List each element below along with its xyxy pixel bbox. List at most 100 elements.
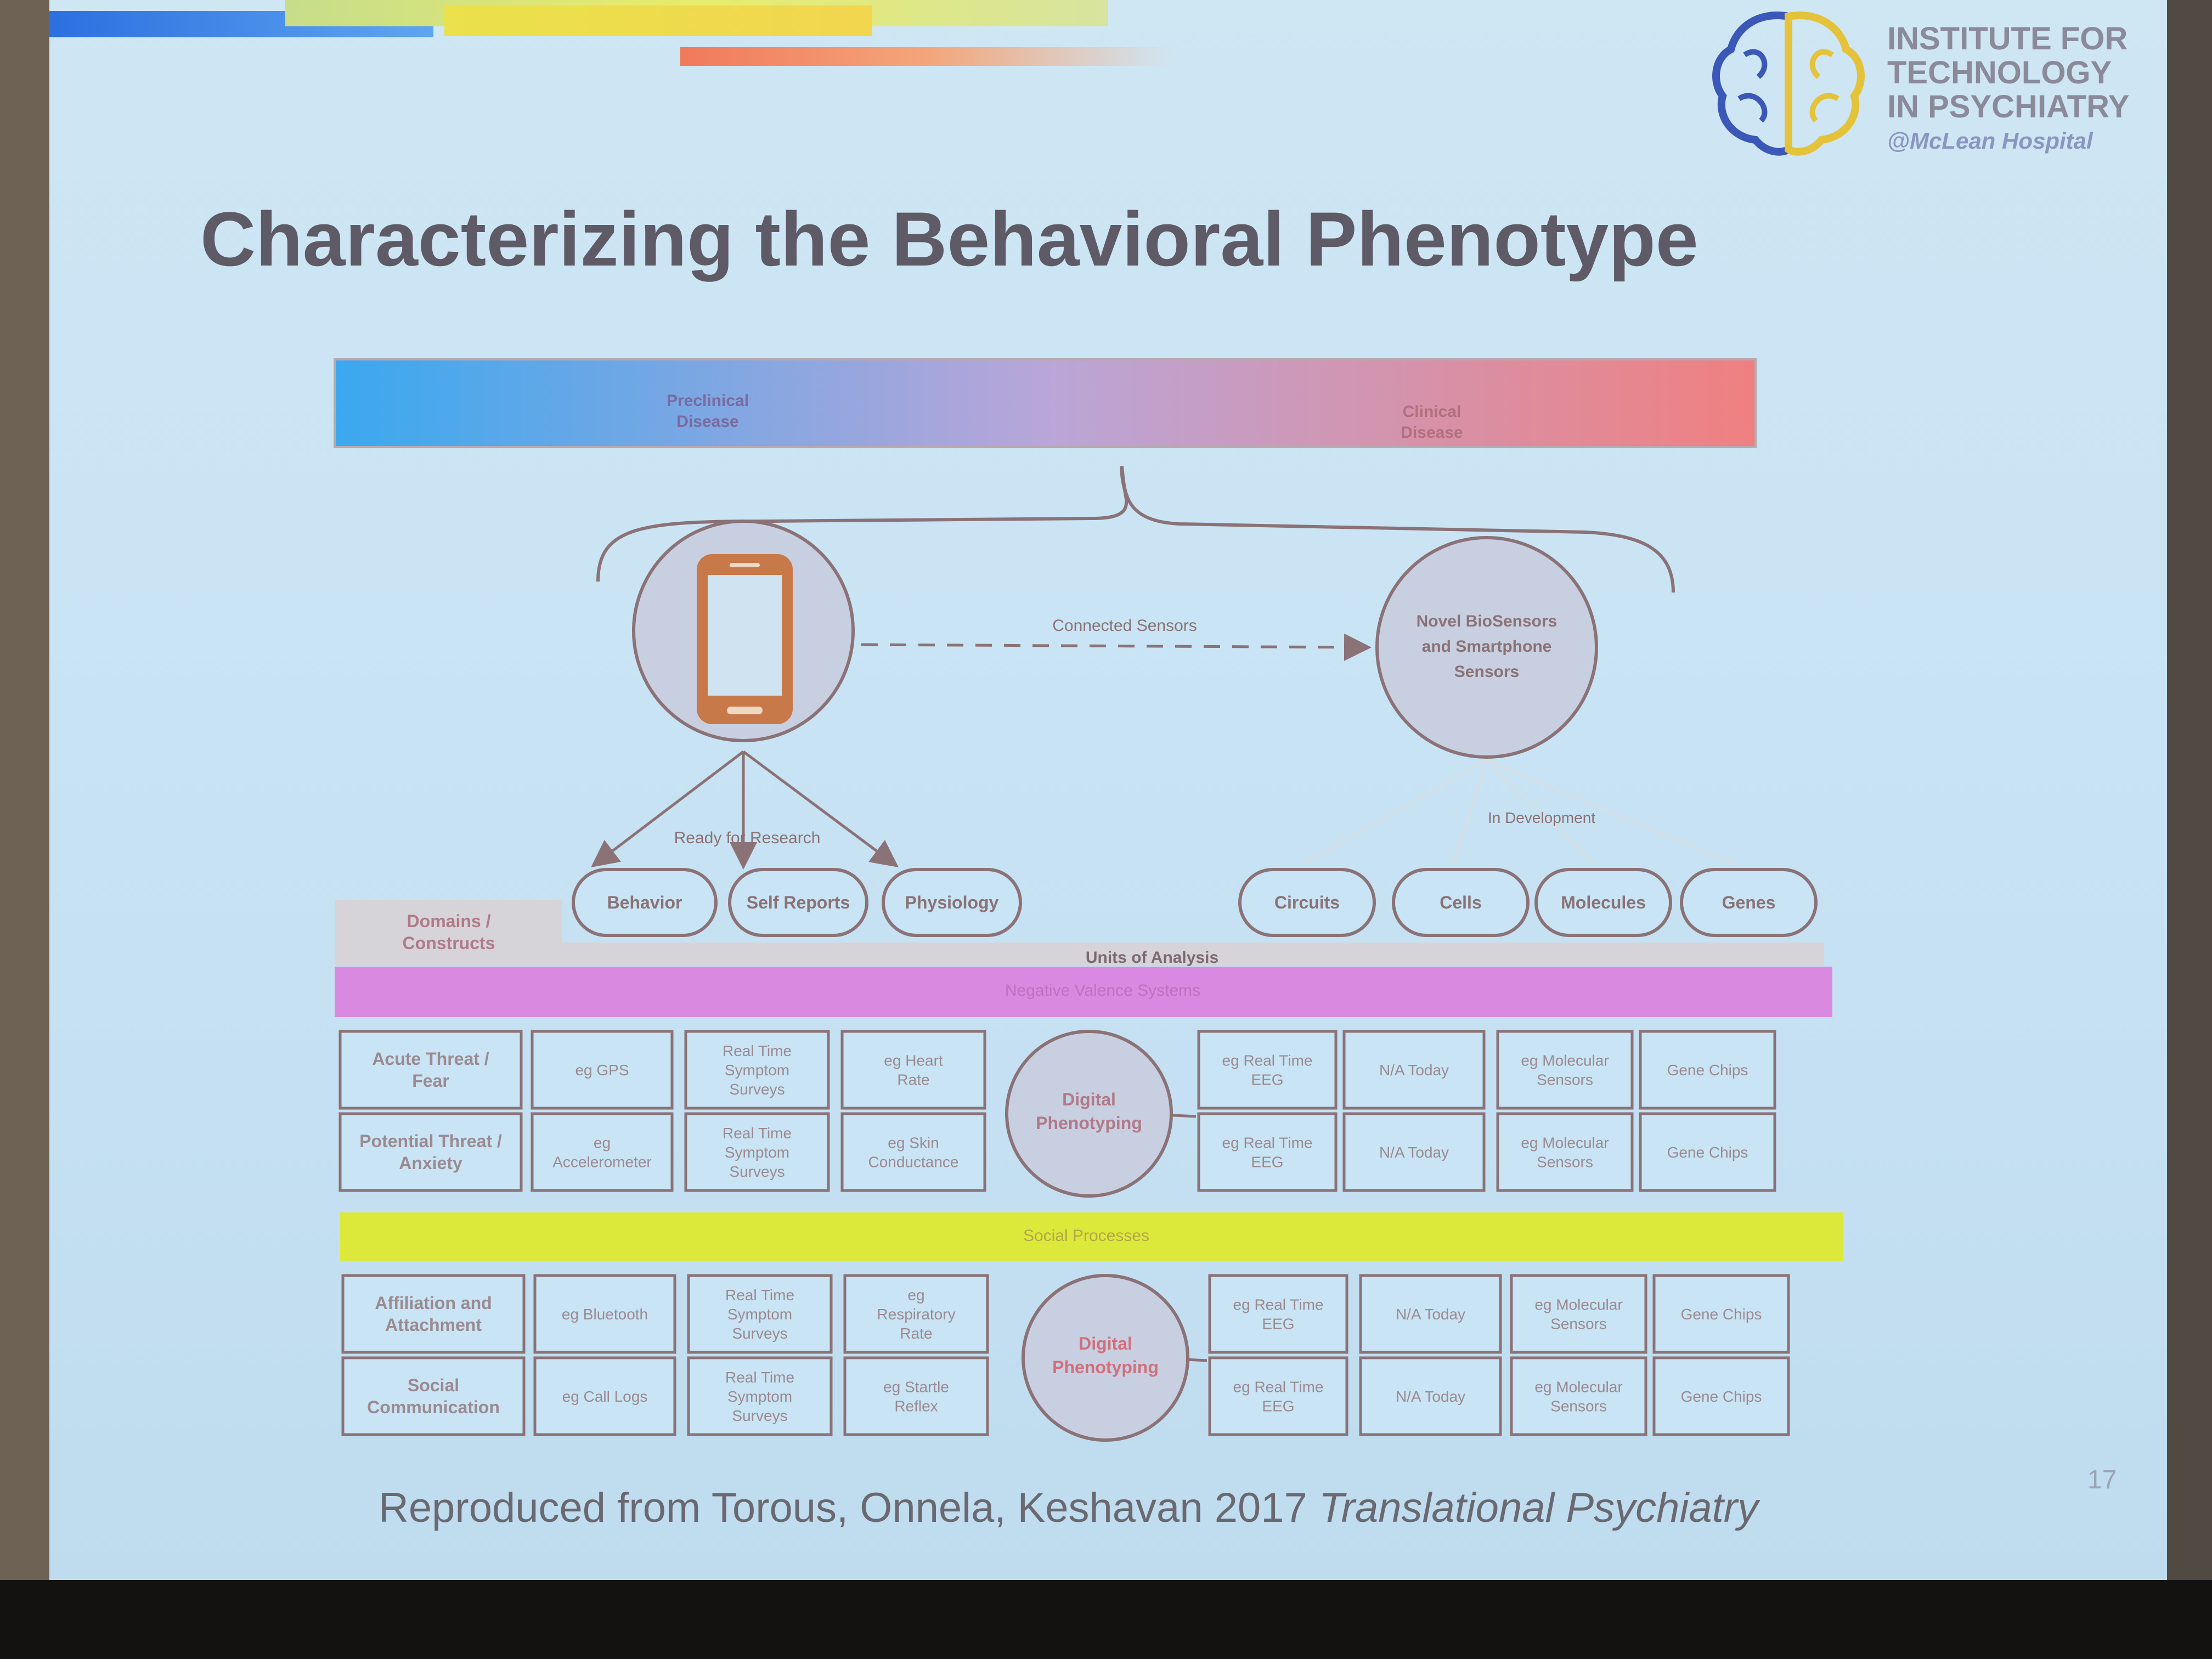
- cell-text: N/A Today: [1379, 1144, 1449, 1161]
- logo-line-2: TECHNOLOGY: [1887, 55, 2112, 91]
- table-cell: eg Call Logs: [533, 1356, 676, 1436]
- table-cell: eg GPS: [531, 1030, 674, 1110]
- negative-valence-label: Negative Valence Systems: [1005, 981, 1200, 1000]
- cell-text: eg GPS: [575, 1062, 629, 1079]
- room-wall-left: [0, 0, 49, 1580]
- preclinical-label-line2: Disease: [676, 413, 738, 431]
- citation: Reproduced from Torous, Onnela, Keshavan…: [379, 1484, 1758, 1532]
- cell-text: eg Bluetooth: [562, 1306, 648, 1323]
- table-cell: eg Bluetooth: [533, 1274, 676, 1354]
- connected-sensors-label: Connected Sensors: [1052, 617, 1197, 635]
- social-processes-band: [340, 1212, 1843, 1261]
- unit-node-label: Genes: [1722, 893, 1776, 912]
- citation-journal: Translational Psychiatry: [1318, 1485, 1759, 1531]
- table-cell: Gene Chips: [1639, 1112, 1776, 1192]
- hub1-line2: Phenotyping: [1036, 1113, 1142, 1133]
- novel-sensors-node: [1375, 536, 1598, 759]
- clinical-label-line1: Clinical: [1403, 403, 1462, 421]
- hub2-line2: Phenotyping: [1052, 1357, 1159, 1377]
- in-development-arrows: [1302, 759, 1734, 865]
- unit-node-cells: Cells: [1392, 868, 1530, 937]
- ready-for-research-label: Ready for Research: [674, 829, 821, 847]
- connected-sensors-line: [861, 633, 1372, 661]
- unit-node-self-reports: Self Reports: [728, 868, 868, 937]
- unit-node-label: Cells: [1440, 893, 1481, 912]
- unit-node-label: Behavior: [607, 893, 682, 912]
- cell-text: eg Call Logs: [562, 1388, 648, 1405]
- table-cell: N/A Today: [1359, 1356, 1502, 1436]
- unit-node-label: Molecules: [1561, 893, 1646, 912]
- unit-node-genes: Genes: [1680, 868, 1818, 937]
- cell-text: Acute Threat /Fear: [372, 1049, 489, 1091]
- clinical-label-line2: Disease: [1401, 424, 1463, 442]
- unit-node-label: Circuits: [1274, 893, 1340, 912]
- table-cell: Acute Threat /Fear: [338, 1030, 523, 1110]
- brain-logo-icon: [1712, 12, 1865, 156]
- cell-text: Gene Chips: [1667, 1062, 1748, 1079]
- slide-title: Characterizing the Behavioral Phenotype: [200, 196, 1699, 282]
- table-cell: N/A Today: [1359, 1274, 1502, 1354]
- cell-text: N/A Today: [1396, 1306, 1465, 1323]
- hub2-line1: Digital: [1079, 1334, 1132, 1353]
- novel-sensors-line2: and Smartphone: [1422, 637, 1552, 656]
- units-of-analysis-label: Units of Analysis: [1086, 949, 1218, 967]
- table-cell: N/A Today: [1342, 1112, 1486, 1192]
- page-number: 17: [2087, 1465, 2117, 1494]
- domains-constructs-box: [335, 900, 562, 966]
- table-cell: Gene Chips: [1652, 1274, 1790, 1354]
- cell-text: N/A Today: [1379, 1062, 1449, 1079]
- unit-node-label: Self Reports: [747, 893, 850, 912]
- logo-line-3: IN PSYCHIATRY: [1887, 89, 2130, 125]
- table-cell: Gene Chips: [1652, 1356, 1790, 1436]
- table-cell: Potential Threat /Anxiety: [338, 1112, 523, 1192]
- cell-text: Gene Chips: [1681, 1388, 1762, 1405]
- logo-line-1: INSTITUTE FOR: [1887, 21, 2128, 57]
- table-cell: N/A Today: [1342, 1030, 1486, 1110]
- domains-label-line2: Constructs: [403, 933, 495, 953]
- domains-label-line1: Domains /: [407, 911, 491, 931]
- institute-logo-text: INSTITUTE FOR TECHNOLOGY IN PSYCHIATRY @…: [1887, 22, 2130, 158]
- hub1-line1: Digital: [1062, 1090, 1116, 1109]
- novel-sensors-line3: Sensors: [1454, 663, 1519, 681]
- unit-node-circuits: Circuits: [1238, 868, 1376, 937]
- smartphone-node: [632, 520, 855, 742]
- cell-text: N/A Today: [1396, 1388, 1465, 1405]
- unit-node-molecules: Molecules: [1534, 868, 1672, 937]
- digital-phenotyping-hub-1: Digital Phenotyping: [1005, 1030, 1173, 1198]
- table-cell: Gene Chips: [1639, 1030, 1776, 1110]
- smartphone-icon: [697, 554, 793, 724]
- logo-line-4: @McLean Hospital: [1887, 128, 2093, 154]
- disease-spectrum-bar: [334, 358, 1757, 448]
- preclinical-label-line1: Preclinical: [667, 392, 749, 410]
